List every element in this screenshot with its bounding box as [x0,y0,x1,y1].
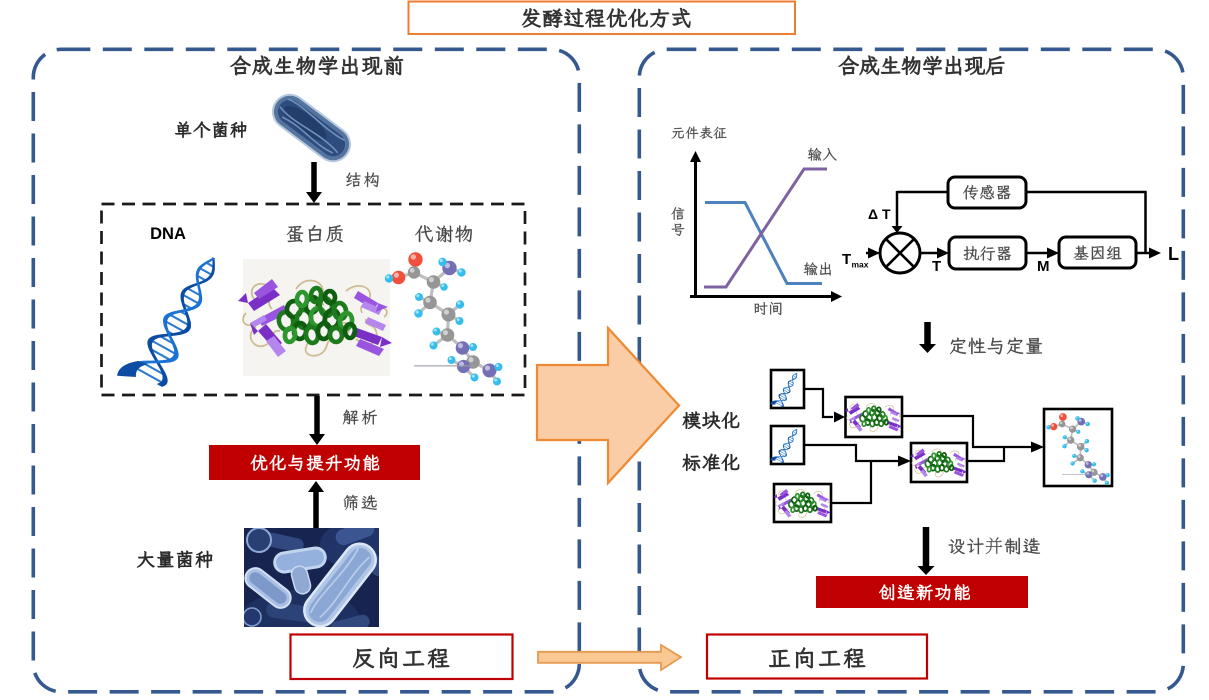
svg-text:Δ T: Δ T [868,206,891,222]
svg-text:T: T [842,251,851,268]
svg-text:T: T [932,258,941,275]
svg-text:M: M [1037,258,1050,275]
svg-text:L: L [1168,244,1179,264]
svg-text:DNA: DNA [150,225,186,243]
svg-text:max: max [852,260,869,270]
